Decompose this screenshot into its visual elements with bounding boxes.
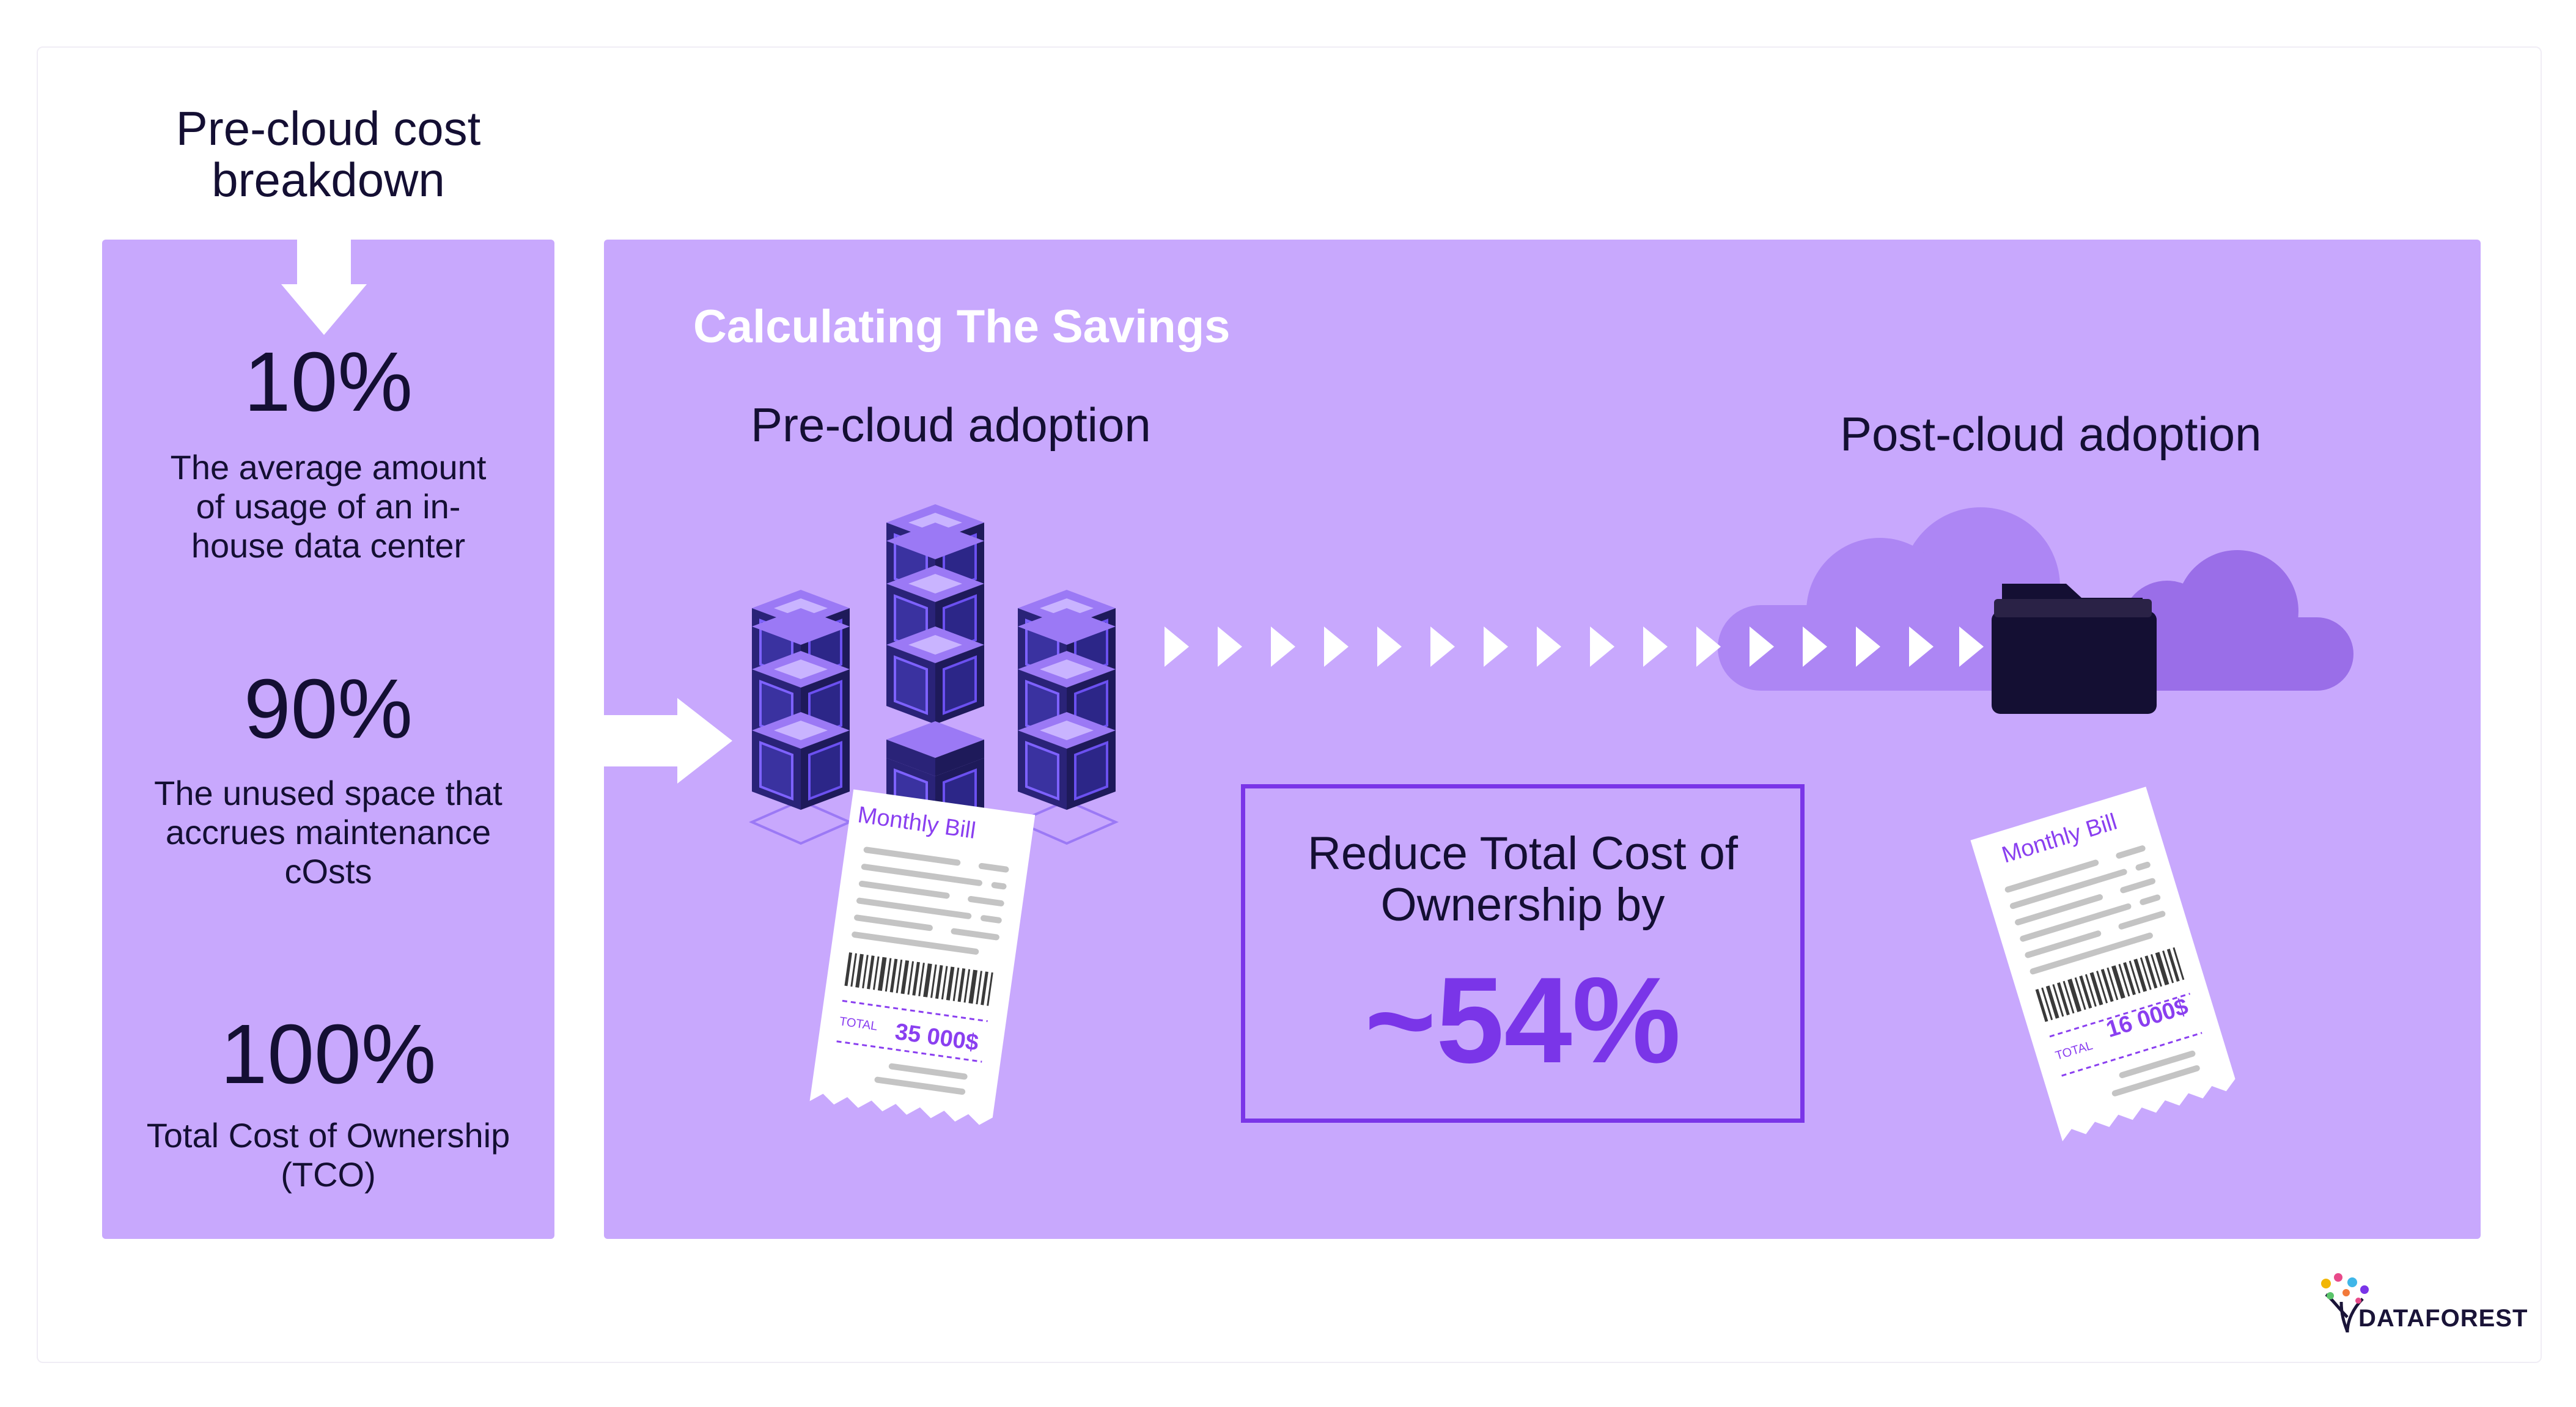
dataforest-logo-icon	[2321, 1273, 2369, 1333]
barcode-icon	[844, 952, 993, 1006]
stat-label-tco: Total Cost of Ownership (TCO)	[146, 1116, 510, 1194]
transfer-arrows	[1165, 626, 1984, 667]
down-arrow-icon	[281, 240, 367, 335]
stat-value-tco: 100%	[220, 1007, 436, 1101]
savings-box	[1241, 784, 1805, 1123]
sidebar-panel	[102, 240, 554, 1239]
barcode-icon	[2035, 947, 2185, 1023]
folder-icon	[1992, 584, 2157, 714]
stat-label-unused: The unused space that accrues maintenanc…	[154, 774, 502, 891]
stat-label-usage: The average amount of usage of an in-hou…	[170, 448, 487, 565]
savings-value: ~54%	[1364, 952, 1681, 1089]
receipt-pre: Monthly Bill	[809, 789, 1036, 1125]
post-cloud-title: Post-cloud adoption	[1840, 407, 2262, 461]
stat-value-usage: 10%	[243, 335, 413, 429]
logo-text: DATAFOREST	[2358, 1305, 2528, 1332]
stat-value-unused: 90%	[243, 662, 413, 756]
pre-cloud-title: Pre-cloud adoption	[751, 398, 1151, 452]
right-arrow-icon	[604, 698, 732, 784]
receipt-post: Monthly Bill	[1970, 787, 2236, 1142]
savings-text: Reduce Total Cost of Ownership by	[1307, 828, 1739, 931]
sidebar-title: Pre-cloud cost breakdown	[175, 101, 481, 207]
section-title: Calculating The Savings	[693, 301, 1231, 353]
server-stack-icon	[749, 503, 1119, 845]
